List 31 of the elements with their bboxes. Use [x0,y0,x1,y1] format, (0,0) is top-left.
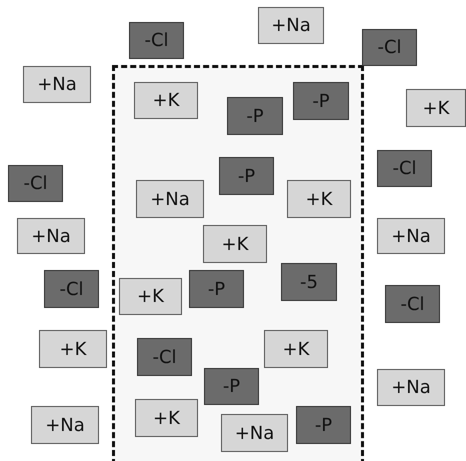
ion-tag: +K [287,180,351,218]
ion-tag: +K [119,278,182,315]
ion-tag: -Cl [44,270,99,308]
ion-tag: -Cl [385,285,440,323]
ion-tag: +Na [17,218,85,254]
ion-tag: -P [204,368,259,405]
ion-tag: -Cl [362,29,417,66]
ion-tag: +Na [23,66,91,103]
ion-tag: -P [296,406,351,444]
ion-tag: +K [134,82,198,119]
ion-tag: -P [189,270,244,308]
ion-tag: +Na [31,406,99,444]
ion-tag: +Na [258,7,324,44]
ion-tag: +Na [377,369,445,406]
ion-tag: -Cl [129,22,184,59]
ion-tag: +K [264,330,328,368]
ion-tag: -Cl [377,150,432,187]
ion-tag: +K [406,89,466,127]
ion-tag: -5 [281,263,337,301]
ion-tag: +K [135,399,198,437]
ion-tag: +Na [221,414,288,452]
ion-tag: +Na [377,218,445,254]
ion-tag: +K [203,225,267,263]
ion-tag: -Cl [8,165,63,202]
ion-tag: -P [219,157,274,195]
ion-tag: +K [39,330,107,368]
dashed-boundary-box [112,65,364,461]
ion-tag: -P [293,82,349,120]
ion-tag: -Cl [137,338,192,376]
ion-tag: +Na [136,180,204,218]
ion-tag: -P [227,97,283,135]
